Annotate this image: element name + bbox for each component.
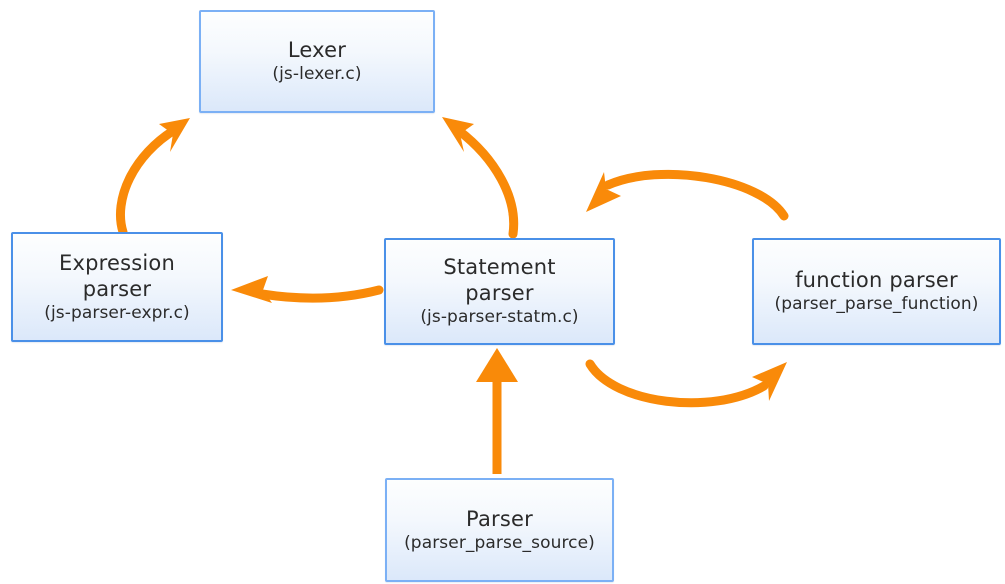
node-expression-parser-subtitle: (js-parser-expr.c) <box>44 302 190 323</box>
edge-function-parser-to-statement-parser <box>586 169 789 221</box>
edge-statement-parser-to-lexer <box>442 117 519 239</box>
node-expression-parser-title: Expression parser <box>59 250 175 301</box>
node-lexer-title: Lexer <box>287 38 347 62</box>
edge-statement-parser-to-expression-parser <box>231 276 384 303</box>
edge-expression-parser-to-lexer <box>115 118 190 237</box>
edge-statement-parser-to-function-parser <box>585 359 787 408</box>
node-parser[interactable]: Parser (parser_parse_source) <box>385 478 614 582</box>
node-lexer-subtitle: (js-lexer.c) <box>272 64 362 84</box>
node-lexer[interactable]: Lexer (js-lexer.c) <box>199 10 435 113</box>
node-expression-parser[interactable]: Expression parser (js-parser-expr.c) <box>11 232 223 342</box>
edge-parser-to-statement-parser <box>476 348 518 474</box>
node-statement-parser-title: Statement parser <box>443 255 556 305</box>
node-function-parser-subtitle: (parser_parse_function) <box>774 294 979 314</box>
node-parser-subtitle: (parser_parse_source) <box>404 532 595 553</box>
node-function-parser-title: function parser <box>795 268 958 292</box>
node-statement-parser[interactable]: Statement parser (js-parser-statm.c) <box>384 238 615 345</box>
node-statement-parser-subtitle: (js-parser-statm.c) <box>420 307 579 327</box>
node-parser-title: Parser <box>466 506 533 531</box>
node-function-parser[interactable]: function parser (parser_parse_function) <box>752 238 1001 345</box>
